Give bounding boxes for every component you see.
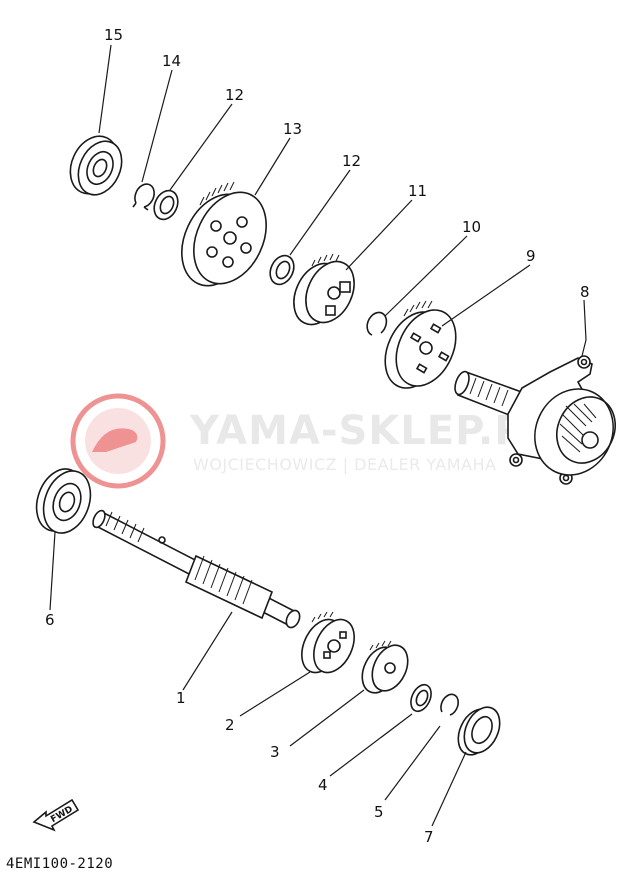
callout-1: 1 [176,689,186,707]
part-9-gear [384,300,457,389]
callout-12-middle: 12 [342,152,361,170]
diagram-code: 4EMI100-2120 [6,856,113,872]
callout-3: 3 [270,743,280,761]
part-14-circlip [132,183,155,211]
callout-9: 9 [526,247,536,265]
part-10-circlip [366,311,388,336]
callout-4: 4 [318,776,328,794]
part-13-gear [181,181,267,287]
part-1-primary-shaft [92,509,301,629]
part-4-washer [410,683,432,713]
part-7-bearing [457,706,501,756]
part-12-washer-upper [153,189,179,221]
callout-6: 6 [45,611,55,629]
watermark-subtitle: WOJCIECHOWICZ | DEALER YAMAHA [193,455,496,474]
callout-labels: 15 14 12 13 12 11 10 9 8 6 1 2 3 4 5 7 [45,26,590,846]
callout-5: 5 [374,803,384,821]
callout-13: 13 [283,120,302,138]
fwd-arrow-icon: FWD [32,798,80,832]
callout-8: 8 [580,283,590,301]
callout-10: 10 [462,218,481,236]
callout-7: 7 [424,828,434,846]
part-8-drive-axle [454,355,616,485]
part-3-gear [361,640,409,694]
part-2-gear [301,611,355,674]
callout-15: 15 [104,26,123,44]
watermark-logo [70,393,166,489]
watermark-title: YAMA-SKLEP.PL [189,408,551,454]
callout-11: 11 [408,182,427,200]
part-5-circlip [440,693,459,716]
watermark: YAMA-SKLEP.PL WOJCIECHOWICZ | DEALER YAM… [70,393,551,489]
part-6-bearing [35,468,92,534]
callout-2: 2 [225,716,235,734]
part-15-bearing [69,135,123,196]
callout-12-upper: 12 [225,86,244,104]
leader-lines [49,44,587,827]
callout-14: 14 [162,52,181,70]
part-12-washer-middle [269,254,295,286]
part-11-gear [293,253,355,326]
